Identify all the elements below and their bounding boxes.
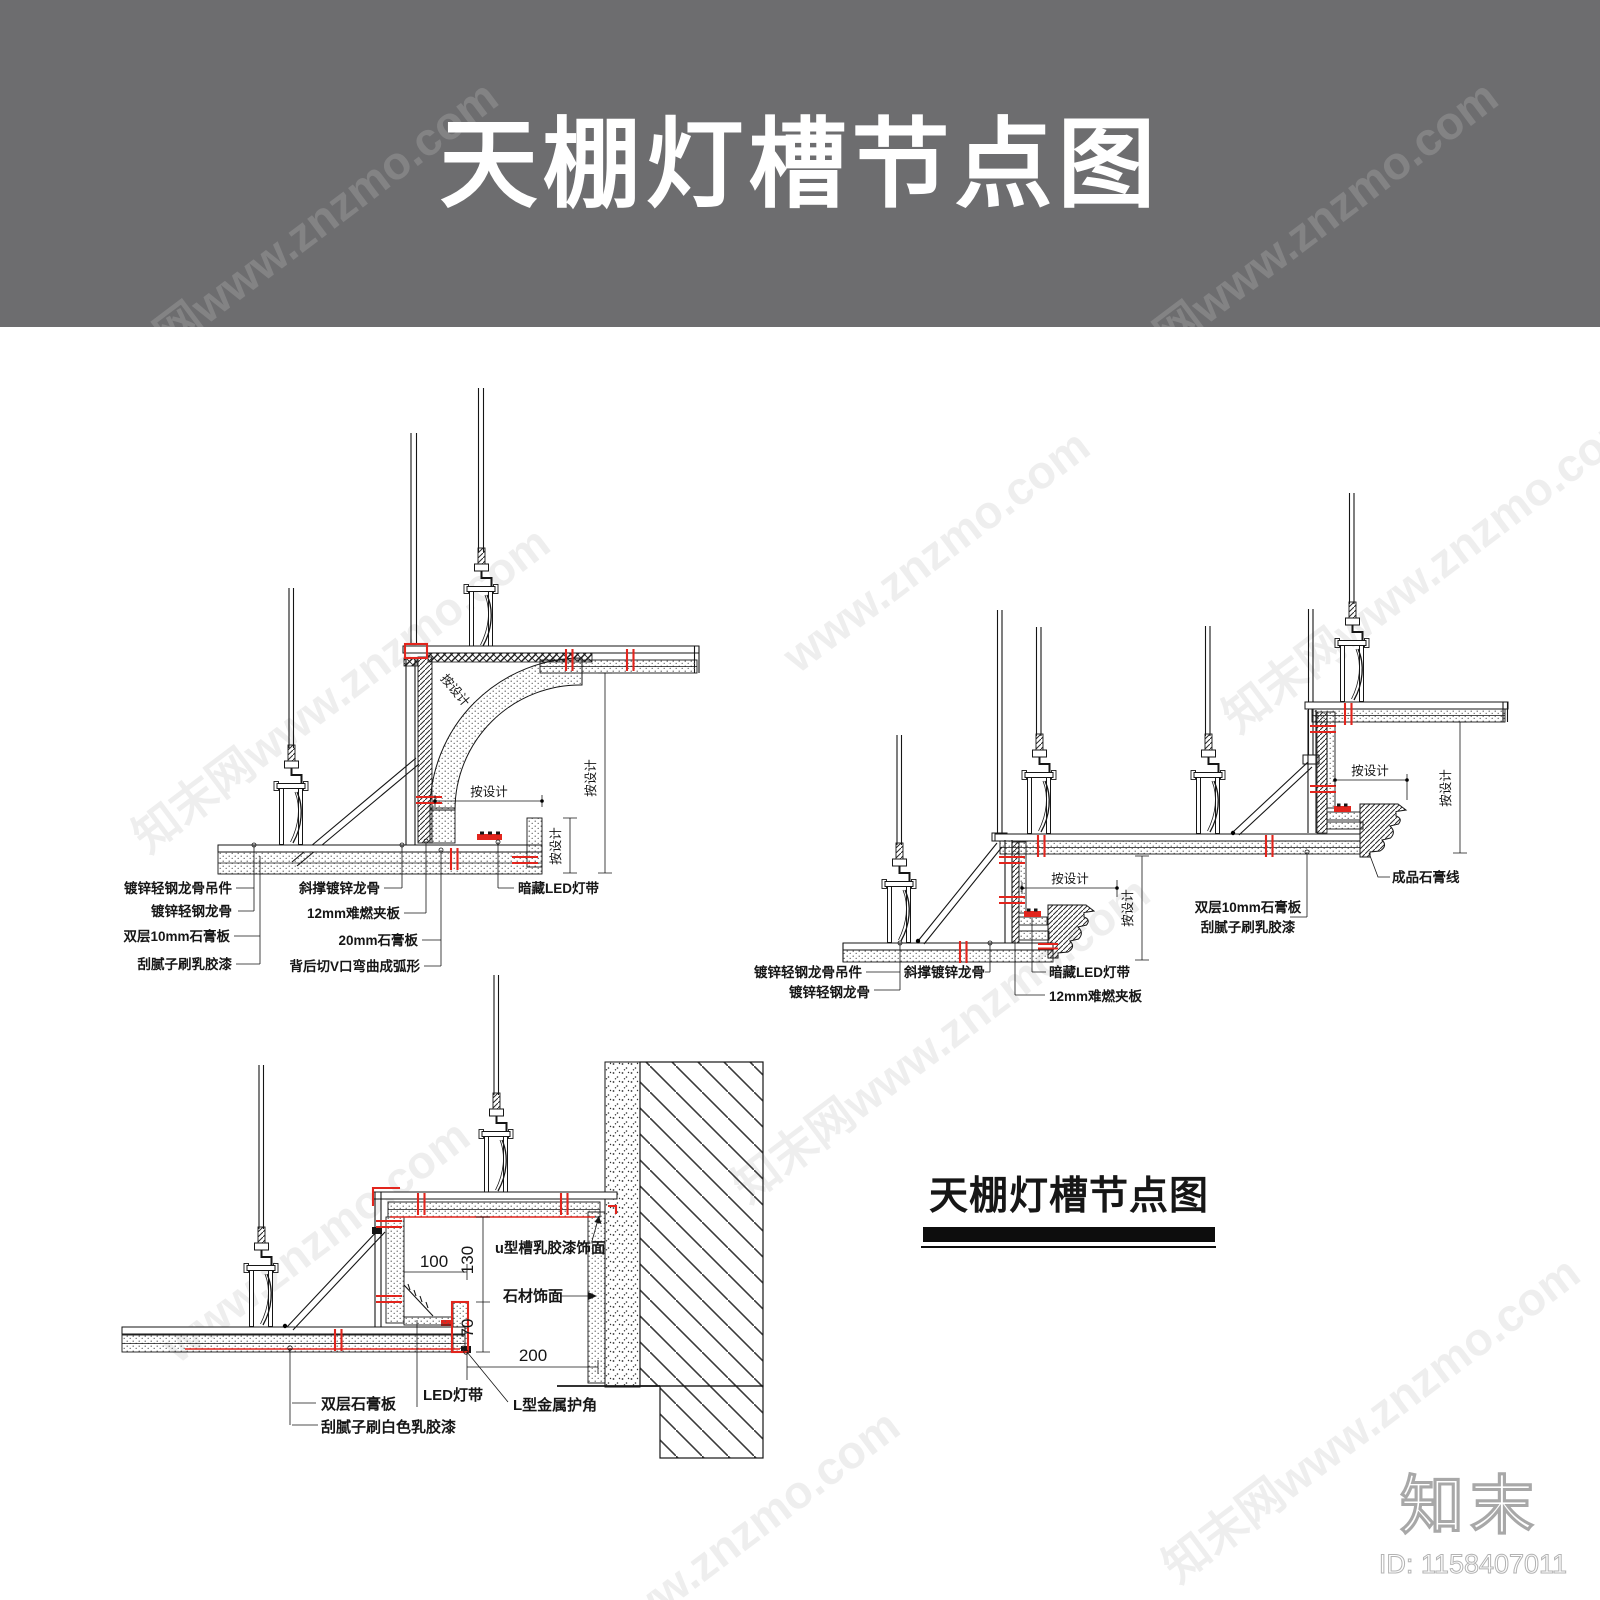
callout-hanger-part: 镀锌轻钢龙骨吊件 — [754, 964, 862, 980]
wall-section — [557, 1061, 764, 1459]
banner-background — [0, 0, 1600, 327]
dim-label: 按设计 — [1438, 769, 1453, 807]
middle-ceiling-panel — [994, 833, 1361, 855]
red-markers — [185, 1186, 618, 1354]
callout-l-angle: L型金属护角 — [513, 1396, 597, 1414]
lower-ceiling-panel — [842, 942, 1054, 963]
footer-watermark: 知末 ID: 1158407011 — [1378, 1469, 1567, 1579]
callout-cornice: 成品石膏线 — [1392, 869, 1460, 885]
page-title: 天棚灯槽节点图 — [439, 112, 1160, 220]
section-title-block: 天棚灯槽节点图 — [921, 1175, 1216, 1248]
callout-putty-white: 刮腻子刷白色乳胶漆 — [321, 1418, 456, 1436]
watermark-text: 知末网www.znzmo.com — [1213, 396, 1600, 743]
callout-brace: 斜撑镀锌龙骨 — [903, 964, 985, 980]
red-markers — [403, 642, 635, 872]
callout-led: LED灯带 — [423, 1387, 483, 1404]
diagonal-brace — [917, 842, 1003, 945]
dim-70: 70 — [458, 1319, 477, 1338]
red-markers — [958, 701, 1353, 965]
lower-ceiling-panel — [217, 817, 543, 875]
callout-putty: 刮腻子刷乳胶漆 — [138, 956, 233, 972]
dimensions: 按设计 按设计 按设计 按设计 — [1020, 721, 1467, 961]
dim-label: 按设计 — [470, 784, 508, 799]
leader-lines — [287, 1215, 602, 1426]
site-logo: 知末 — [1400, 1470, 1540, 1542]
leader-lines — [234, 838, 514, 967]
dimensions: 100 130 70 200 — [403, 1216, 599, 1380]
dim-200: 200 — [519, 1346, 547, 1365]
dim-130: 130 — [458, 1246, 477, 1274]
dim-100: 100 — [420, 1252, 448, 1271]
callout-double-gypsum: 双层10mm石膏板 — [123, 928, 230, 944]
drawing-stepped-cove: 按设计 按设计 按设计 按设计 镀锌轻钢龙骨吊件 镀锌轻钢龙骨 斜撑镀锌龙骨 暗… — [754, 493, 1509, 1004]
diagonal-brace — [1232, 761, 1313, 836]
dim-label: 按设计 — [438, 671, 474, 709]
curved-gypsum-board — [429, 657, 583, 811]
trough-floor — [403, 1316, 454, 1326]
hanger-rod — [273, 388, 499, 846]
section-title: 天棚灯槽节点图 — [929, 1175, 1209, 1218]
callout-hanger-part: 镀锌轻钢龙骨吊件 — [124, 880, 232, 896]
watermark-text: www.znzmo.com — [772, 419, 1099, 683]
drawing-wall-cove: 100 130 70 200 u型槽乳胶漆饰面 石材饰面 LED灯带 L型金属护… — [121, 975, 764, 1459]
callout-brace: 斜撑镀锌龙骨 — [298, 880, 380, 896]
upper-ceiling-panel — [1304, 701, 1509, 723]
callout-stone: 石材饰面 — [502, 1287, 563, 1305]
callout-putty: 刮腻子刷乳胶漆 — [1201, 919, 1296, 935]
callout-double-gypsum: 双层10mm石膏板 — [1195, 899, 1302, 915]
curved-board-foot — [429, 807, 456, 844]
callout-plywood: 12mm难燃夹板 — [1049, 988, 1143, 1004]
dim-label: 按设计 — [583, 759, 598, 797]
dim-label: 按设计 — [548, 827, 563, 865]
diagonal-brace — [286, 1227, 386, 1331]
watermark-text: 知末网www.znzmo.com — [723, 866, 1159, 1213]
led-strip — [1334, 803, 1351, 812]
step-board-left — [1004, 840, 1050, 944]
led-strip — [477, 831, 502, 840]
callout-led: 暗藏LED灯带 — [518, 880, 599, 896]
dim-label: 按设计 — [1120, 889, 1135, 927]
plaster-layer — [604, 1061, 641, 1388]
dim-label: 按设计 — [1351, 763, 1389, 778]
leader-lines — [866, 849, 1390, 996]
plaster-cornice — [1359, 803, 1407, 858]
title-underline-bar — [923, 1227, 1215, 1242]
callout-u-groove: u型槽乳胶漆饰面 — [495, 1239, 605, 1257]
trough-upstand-board — [526, 817, 543, 868]
callout-keel: 镀锌轻钢龙骨 — [151, 903, 232, 919]
hanger-rod — [243, 975, 514, 1328]
callout-led: 暗藏LED灯带 — [1049, 964, 1130, 980]
image-id: ID: 1158407011 — [1379, 1549, 1567, 1579]
callout-gypsum20: 20mm石膏板 — [338, 932, 418, 948]
upper-ceiling-panel — [372, 1191, 618, 1218]
banner: 知末网www.znzmo.com 知末网www.znzmo.com 天棚灯槽节点… — [0, 0, 1600, 416]
callout-plywood: 12mm难燃夹板 — [307, 905, 401, 921]
callout-double-gypsum: 双层石膏板 — [321, 1395, 397, 1413]
callout-keel: 镀锌轻钢龙骨 — [789, 984, 870, 1000]
step-board-right — [1307, 710, 1364, 834]
led-strip — [1024, 908, 1041, 917]
callout-vcut: 背后切V口弯曲成弧形 — [289, 958, 420, 974]
drawing-curved-cove: 按设计 按设计 按设计 按设计 镀锌轻钢龙骨吊件 镀锌轻钢龙骨 双层10mm石膏… — [123, 388, 700, 974]
dim-label: 按设计 — [1051, 871, 1089, 886]
lower-ceiling-panel — [121, 1326, 466, 1353]
